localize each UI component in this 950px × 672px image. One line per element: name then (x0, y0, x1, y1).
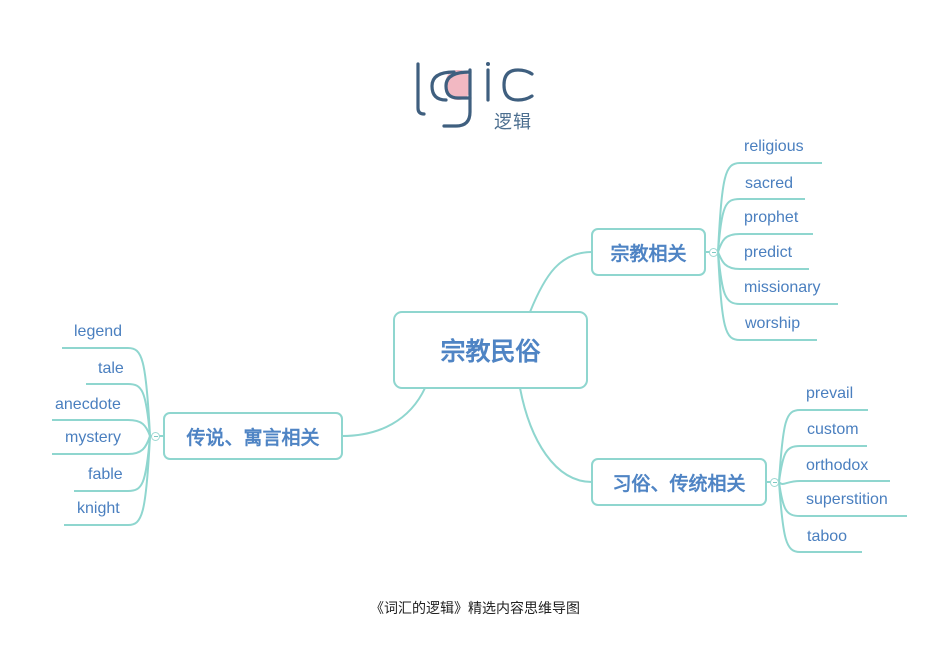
branch-node-religion[interactable]: 宗教相关 (591, 228, 706, 276)
leaf-worship[interactable]: worship (745, 315, 801, 332)
leaf-predict[interactable]: predict (744, 244, 793, 261)
leaf-legend[interactable]: legend (74, 323, 123, 340)
branch-label: 宗教相关 (610, 242, 687, 265)
leaf-orthodox[interactable]: orthodox (806, 457, 869, 474)
leaf-knight[interactable]: knight (77, 500, 120, 517)
leaf-sacred[interactable]: sacred (745, 175, 794, 192)
connector-leaf (778, 481, 862, 553)
root-node-label: 宗教民俗 (440, 337, 541, 366)
connector-root-religion (529, 251, 593, 313)
connector-leaf (52, 419, 151, 437)
leaf-missionary[interactable]: missionary (744, 279, 821, 296)
connector-leaf (717, 233, 813, 253)
root-node[interactable]: 宗教民俗 (393, 311, 588, 389)
branch-label: 习俗、传统相关 (612, 472, 746, 495)
leaf-tale[interactable]: tale (98, 360, 124, 377)
leaf-prophet[interactable]: prophet (744, 209, 799, 226)
branch-node-customs[interactable]: 习俗、传统相关 (591, 458, 767, 506)
connector-leaf (717, 162, 822, 253)
branch-label: 传说、寓言相关 (186, 426, 320, 449)
leaf-taboo[interactable]: taboo (807, 528, 848, 545)
leaf-superstition[interactable]: superstition (806, 491, 888, 508)
branch-node-legends[interactable]: 传说、寓言相关 (163, 412, 343, 460)
connector-leaf (778, 480, 890, 485)
connector-leaf (86, 383, 151, 437)
logic-logo-icon (416, 62, 534, 128)
leaf-fable[interactable]: fable (88, 466, 123, 483)
leaf-custom[interactable]: custom (807, 421, 859, 438)
connector-leaf (64, 435, 151, 526)
logo-chinese-text: 逻辑 (494, 112, 532, 133)
connector-root-legends (341, 387, 426, 437)
connector-leaf (717, 198, 805, 253)
leaf-prevail[interactable]: prevail (806, 385, 854, 402)
connector-root-customs (519, 387, 593, 483)
page-caption: 《词汇的逻辑》精选内容思维导图 (370, 601, 580, 617)
collapse-toggle-religion[interactable] (709, 248, 718, 257)
connector-leaf (717, 251, 817, 341)
leaf-anecdote[interactable]: anecdote (55, 396, 121, 413)
collapse-toggle-legends[interactable] (151, 432, 160, 441)
leaf-religious[interactable]: religious (744, 138, 804, 155)
leaf-mystery[interactable]: mystery (65, 429, 121, 446)
connector-leaf (778, 445, 867, 483)
connector-leaf (778, 409, 868, 483)
collapse-toggle-customs[interactable] (770, 478, 779, 487)
connector-leaf (62, 347, 151, 437)
